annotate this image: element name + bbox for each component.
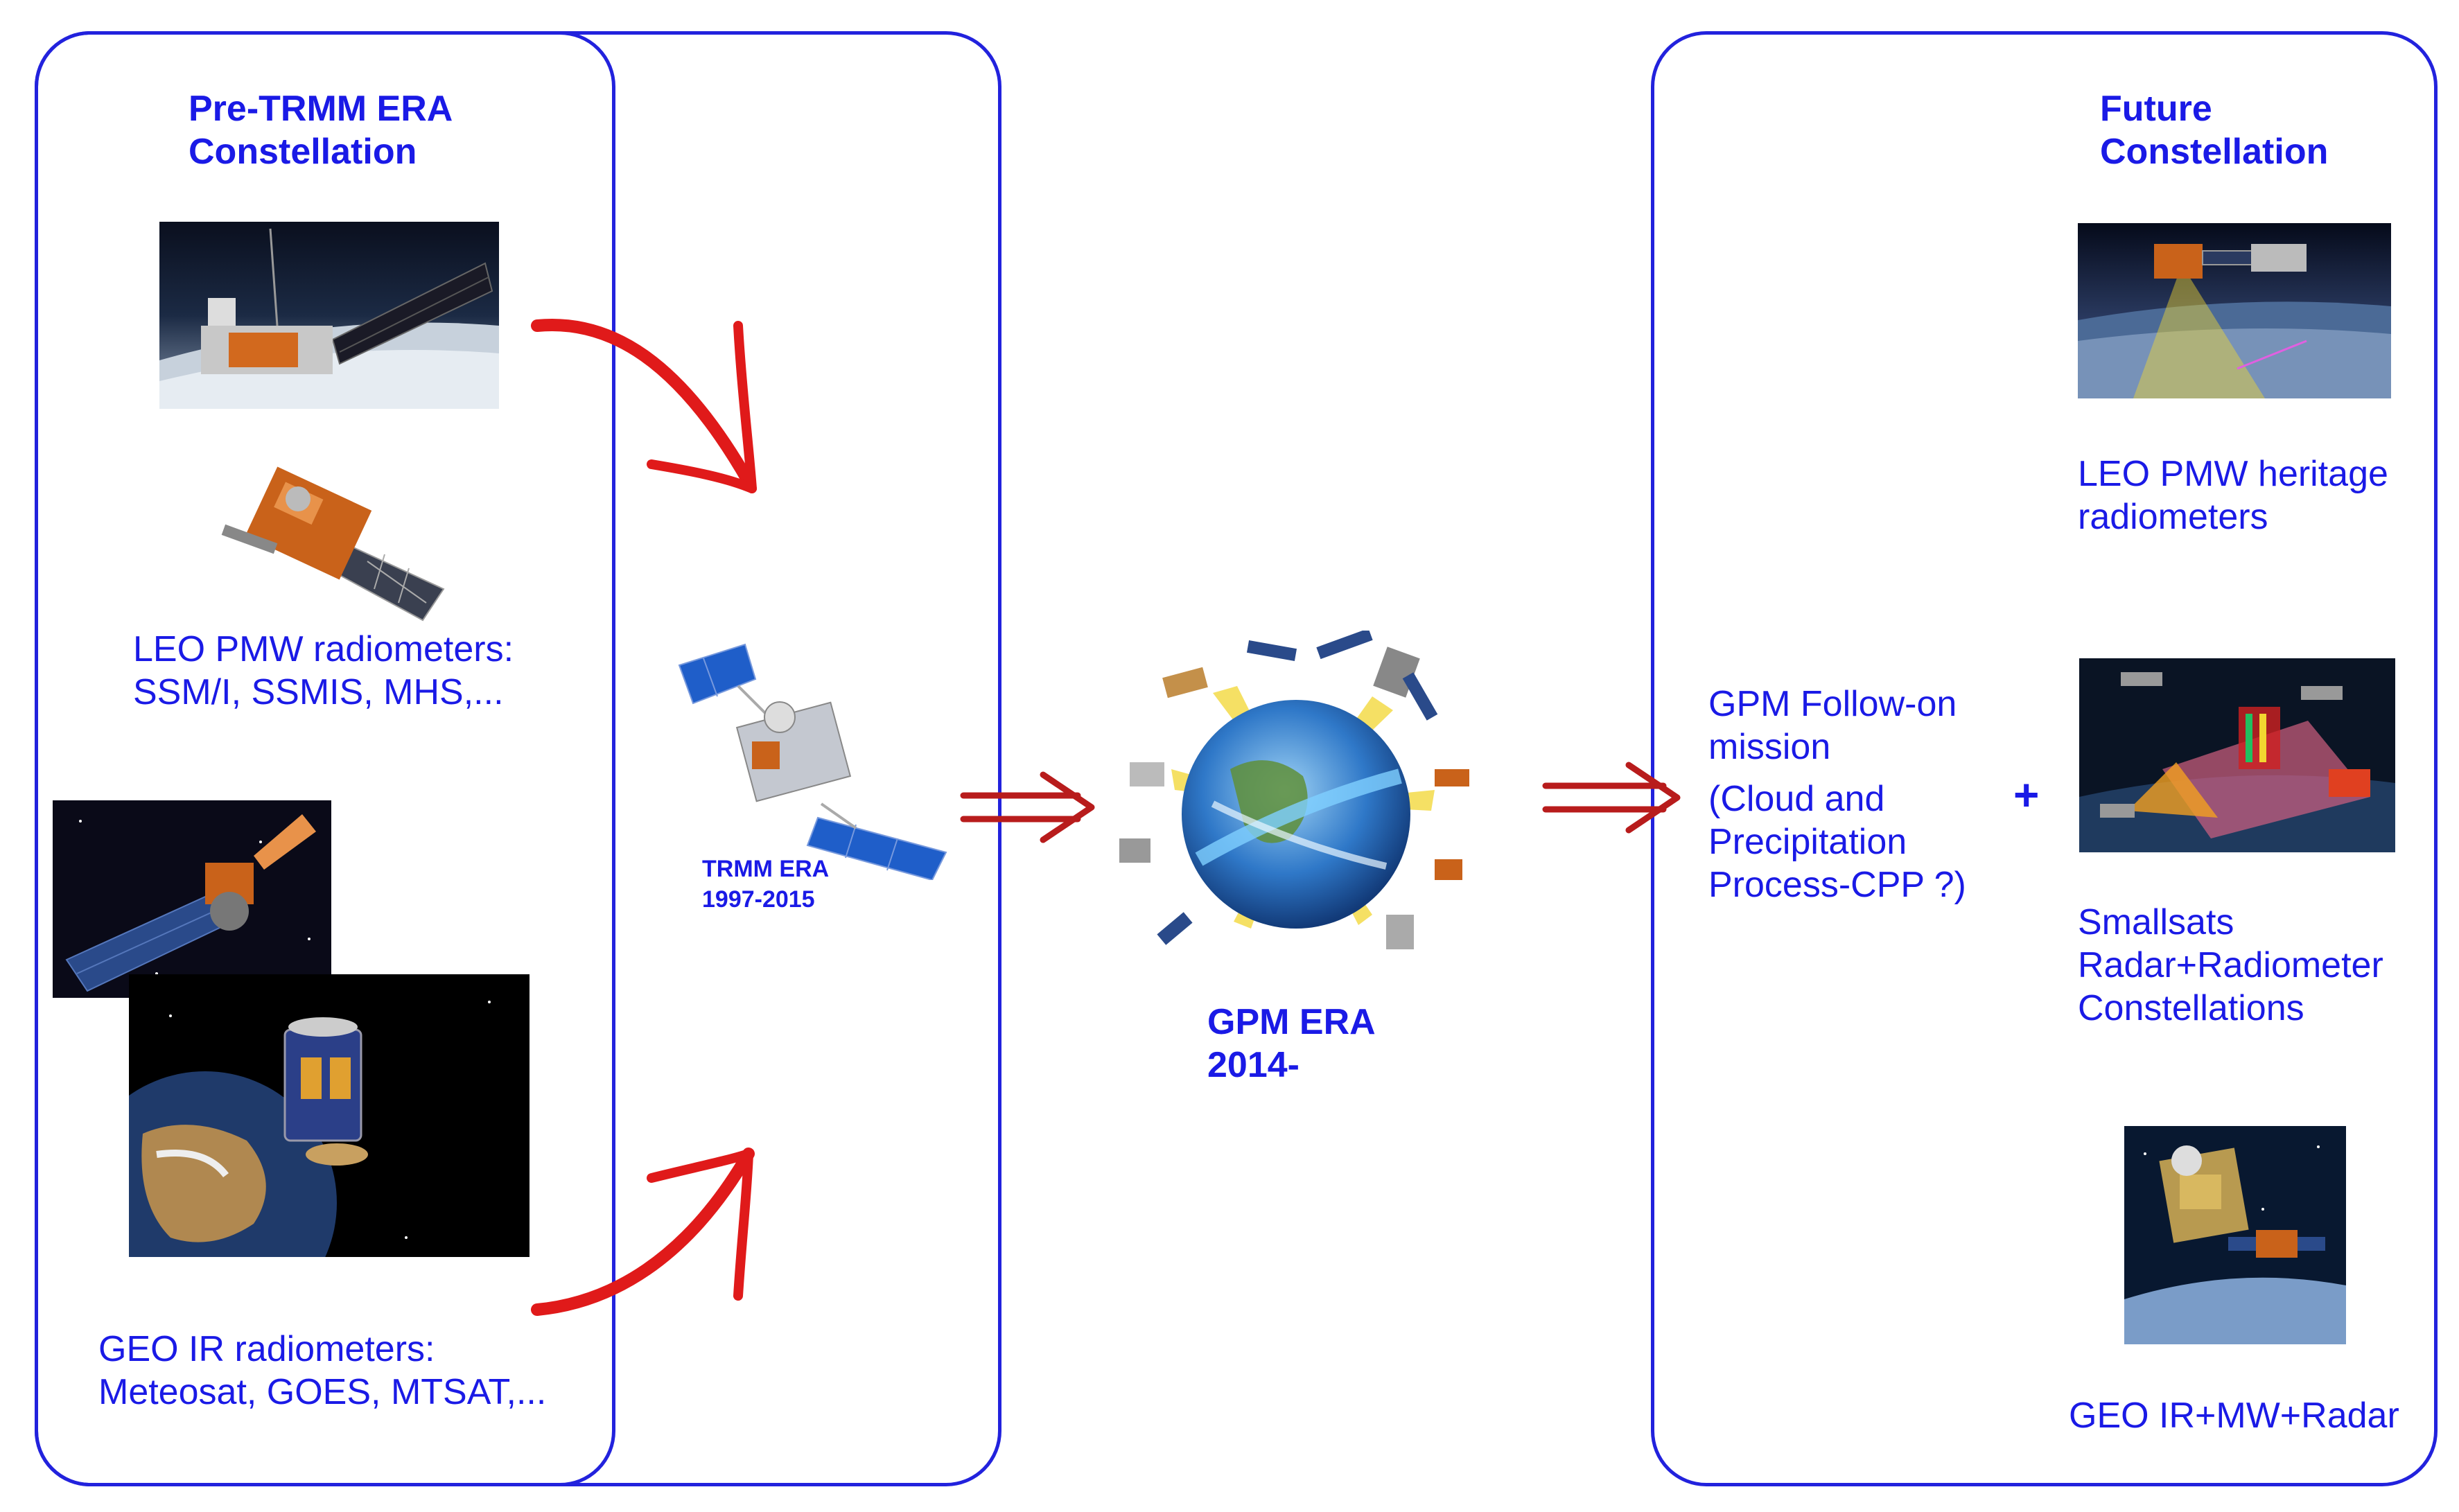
gpm-constellation-globe-image <box>1109 631 1483 963</box>
trmm-satellite-image <box>676 638 960 880</box>
leo-satellite-image <box>215 457 450 624</box>
pre-trmm-frame <box>35 31 615 1486</box>
gpm-era-label: GPM ERA 2014- <box>1207 1002 1376 1085</box>
leo-heritage-label: LEO PMW heritage radiometers <box>2078 454 2388 537</box>
cpp-label: (Cloud and Precipitation Process-CPP ?) <box>1708 779 1966 905</box>
future-frame <box>1651 31 2438 1486</box>
geo-future-label: GEO IR+MW+Radar <box>2069 1396 2399 1436</box>
gpm-follow-on-label: GPM Follow-on mission <box>1708 684 1957 767</box>
trmm-era-label: TRMM ERA 1997-2015 <box>702 856 830 913</box>
meteosat-earth-image <box>129 974 530 1257</box>
double-arrow-right-icon <box>1542 762 1681 834</box>
future-leo-image <box>2078 223 2391 398</box>
geo-ir-label: GEO IR radiometers: Meteosat, GOES, MTSA… <box>98 1329 547 1412</box>
leo-satellite-earth-image <box>159 222 499 409</box>
double-arrow-right-icon <box>960 771 1095 843</box>
plus-sign: + <box>2013 770 2040 820</box>
geo-future-satellite-image <box>2124 1126 2346 1344</box>
smallsats-label: Smallsats Radar+Radiometer Constellation… <box>2078 902 2383 1028</box>
curved-arrow-down-icon <box>531 319 757 493</box>
pre-trmm-heading: Pre-TRMM ERA Constellation <box>189 89 453 172</box>
future-heading: Future Constellation <box>2100 89 2329 172</box>
leo-pmw-label: LEO PMW radiometers: SSM/I, SSMIS, MHS,.… <box>133 629 514 712</box>
curved-arrow-up-icon <box>531 1148 755 1316</box>
smallsat-radar-image <box>2079 658 2395 852</box>
geo-satellite-space-image <box>53 800 331 998</box>
